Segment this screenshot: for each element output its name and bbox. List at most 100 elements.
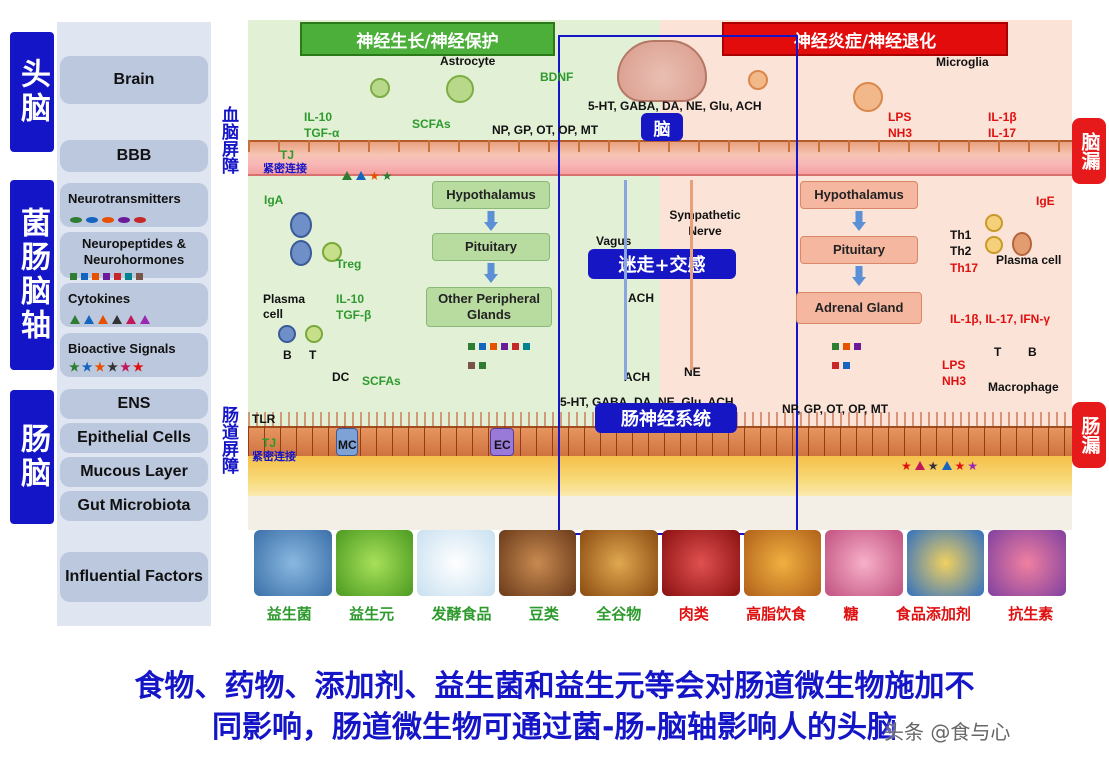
neuropeptides-box: Neuropeptides & Neurohormones xyxy=(60,232,208,281)
t-label: T xyxy=(309,348,317,362)
ens-label: ENS xyxy=(60,389,208,419)
lumen xyxy=(248,496,1072,530)
food-row xyxy=(248,530,1072,596)
apple-image xyxy=(335,530,414,596)
ne-label: NE xyxy=(684,365,701,379)
food-label-grains: 全谷物 xyxy=(596,604,642,623)
cytokines-box: Cytokines xyxy=(60,283,208,327)
adrenal-right: Adrenal Gland xyxy=(796,292,922,324)
th-cell-2 xyxy=(985,236,1003,254)
microglia-cell xyxy=(853,82,883,112)
food-label-antibiotics: 抗生素 xyxy=(1008,604,1054,623)
sympathetic-nerve xyxy=(690,180,693,370)
molecules-lps: ★★★★ xyxy=(901,459,979,473)
tab-gut-brain-axis: 菌肠脑轴 xyxy=(10,180,54,370)
neuropeptides-low-label: NP, GP, OT, OP, MT xyxy=(782,402,889,416)
macrophage-label: Macrophage xyxy=(988,380,1059,394)
bad-food-labels: 肉类 高脂饮食 糖 食品添加剂 抗生素 xyxy=(660,600,1072,626)
plasma-cell-left-2 xyxy=(290,240,312,266)
molecules-center xyxy=(466,335,536,373)
additives-image xyxy=(906,530,985,596)
plasma-cell-right-label: Plasma cell xyxy=(996,253,1062,267)
good-food-labels: 益生菌 益生元 发酵食品 豆类 全谷物 xyxy=(248,600,660,626)
bbb-cells xyxy=(248,140,1072,152)
b-cell xyxy=(278,325,296,343)
vagus-sympathetic-button: 迷走+交感 xyxy=(588,249,736,279)
neurotransmitters-label: Neurotransmitters xyxy=(68,191,181,206)
sympathetic-label: Sympathetic Nerve xyxy=(669,208,741,238)
food-label-meat: 肉类 xyxy=(678,604,709,623)
plasma-cell-label: Plasma cell xyxy=(263,292,306,321)
food-label-additives: 食品添加剂 xyxy=(895,604,971,623)
brain-label: Brain xyxy=(60,56,208,104)
th-cell-1 xyxy=(985,214,1003,232)
bbb-vertical-label: 血脑屏障 xyxy=(218,106,238,174)
il17-top-label: IL-17 xyxy=(988,126,1017,140)
ec-label: EC xyxy=(494,438,511,452)
bioactive-box: Bioactive Signals ★★★★★★ xyxy=(60,333,208,377)
neurotransmitters-box: Neurotransmitters xyxy=(60,183,208,227)
mucous-layer xyxy=(248,456,1072,496)
treg-label: Treg xyxy=(336,257,362,271)
astrocyte-cell-2 xyxy=(370,78,390,98)
hypothalamus-left: Hypothalamus xyxy=(432,181,550,209)
lps-top-label: LPS xyxy=(888,110,912,124)
nh3-right-label: NH3 xyxy=(942,374,967,388)
food-label-highfat: 高脂饮食 xyxy=(746,604,807,623)
scfas-label: SCFAs xyxy=(362,374,401,388)
tight-junction-top-label: 紧密连接 xyxy=(263,163,307,175)
plasma-cell-right xyxy=(1012,232,1032,256)
t-cell xyxy=(305,325,323,343)
astrocyte-cell xyxy=(446,75,474,103)
il10-label: IL-10 xyxy=(336,292,365,306)
tab-head: 头脑 xyxy=(10,32,54,152)
caption-line-2: 同影响，肠道微生物可通过菌-肠-脑轴影响人的头脑 xyxy=(212,710,897,745)
ach-top-label: ACH xyxy=(628,291,654,305)
caption-line-1: 食物、药物、添加剂、益生菌和益生元等会对肠道微生物施加不 xyxy=(134,669,975,704)
scfas-top-label: SCFAs xyxy=(412,117,451,131)
beans-image xyxy=(498,530,577,596)
plasma-cell-left xyxy=(290,212,312,238)
microglia-cell-2 xyxy=(748,70,768,90)
gut-barrier-vertical-label: 肠道屏障 xyxy=(218,406,238,474)
epithelial-label: Epithelial Cells xyxy=(60,423,208,453)
ens-button: 肠神经系统 xyxy=(595,403,737,433)
arrow-left-2 xyxy=(484,263,498,283)
other-glands-left: Other Peripheral Glands xyxy=(426,287,552,327)
fried-food-image xyxy=(743,530,822,596)
food-label-prebiotic: 益生元 xyxy=(349,604,395,623)
tgfa-label: TGF-α xyxy=(304,126,340,140)
vagus-label: Vagus xyxy=(596,234,632,248)
brain-image xyxy=(617,40,707,102)
food-labels: 益生菌 益生元 发酵食品 豆类 全谷物 肉类 高脂饮食 糖 食品添加剂 抗生素 xyxy=(248,600,1072,626)
th2-label: Th2 xyxy=(950,244,972,258)
bioactive-label: Bioactive Signals xyxy=(68,341,176,356)
gut-leak-tag: 肠漏 xyxy=(1072,402,1106,468)
iga-label: IgA xyxy=(264,193,284,207)
header-neuroinflammation: 神经炎症/神经退化 xyxy=(722,22,1008,56)
vagus-nerve xyxy=(624,180,627,380)
probiotic-image xyxy=(254,530,332,596)
microbiota-label: Gut Microbiota xyxy=(60,491,208,521)
tab-gut-brain: 肠脑 xyxy=(10,390,54,524)
dc-label: DC xyxy=(332,370,350,384)
tight-junction-label: 紧密连接 xyxy=(252,451,296,463)
il1b-top-label: IL-1β xyxy=(988,110,1017,124)
mucous-label: Mucous Layer xyxy=(60,457,208,487)
molecules-left: ★★ xyxy=(340,170,394,182)
arrow-right-2 xyxy=(852,266,866,286)
grains-image xyxy=(580,530,658,596)
astrocyte-label: Astrocyte xyxy=(440,54,496,68)
arrow-right-1 xyxy=(852,211,866,231)
meat-image xyxy=(661,530,740,596)
il10-top-label: IL-10 xyxy=(304,110,333,124)
tj-top-label: TJ xyxy=(280,148,295,162)
cytokines-label: Cytokines xyxy=(68,291,131,306)
th17-label: Th17 xyxy=(950,261,979,275)
food-label-sugar: 糖 xyxy=(843,604,859,623)
tj-label: TJ xyxy=(262,436,277,450)
ec-cell xyxy=(490,428,514,456)
cupcake-image xyxy=(825,530,903,596)
mc-cell xyxy=(336,428,358,456)
caption: 食物、药物、添加剂、益生菌和益生元等会对肠道微生物施加不 同影响，肠道微生物可通… xyxy=(0,666,1109,748)
